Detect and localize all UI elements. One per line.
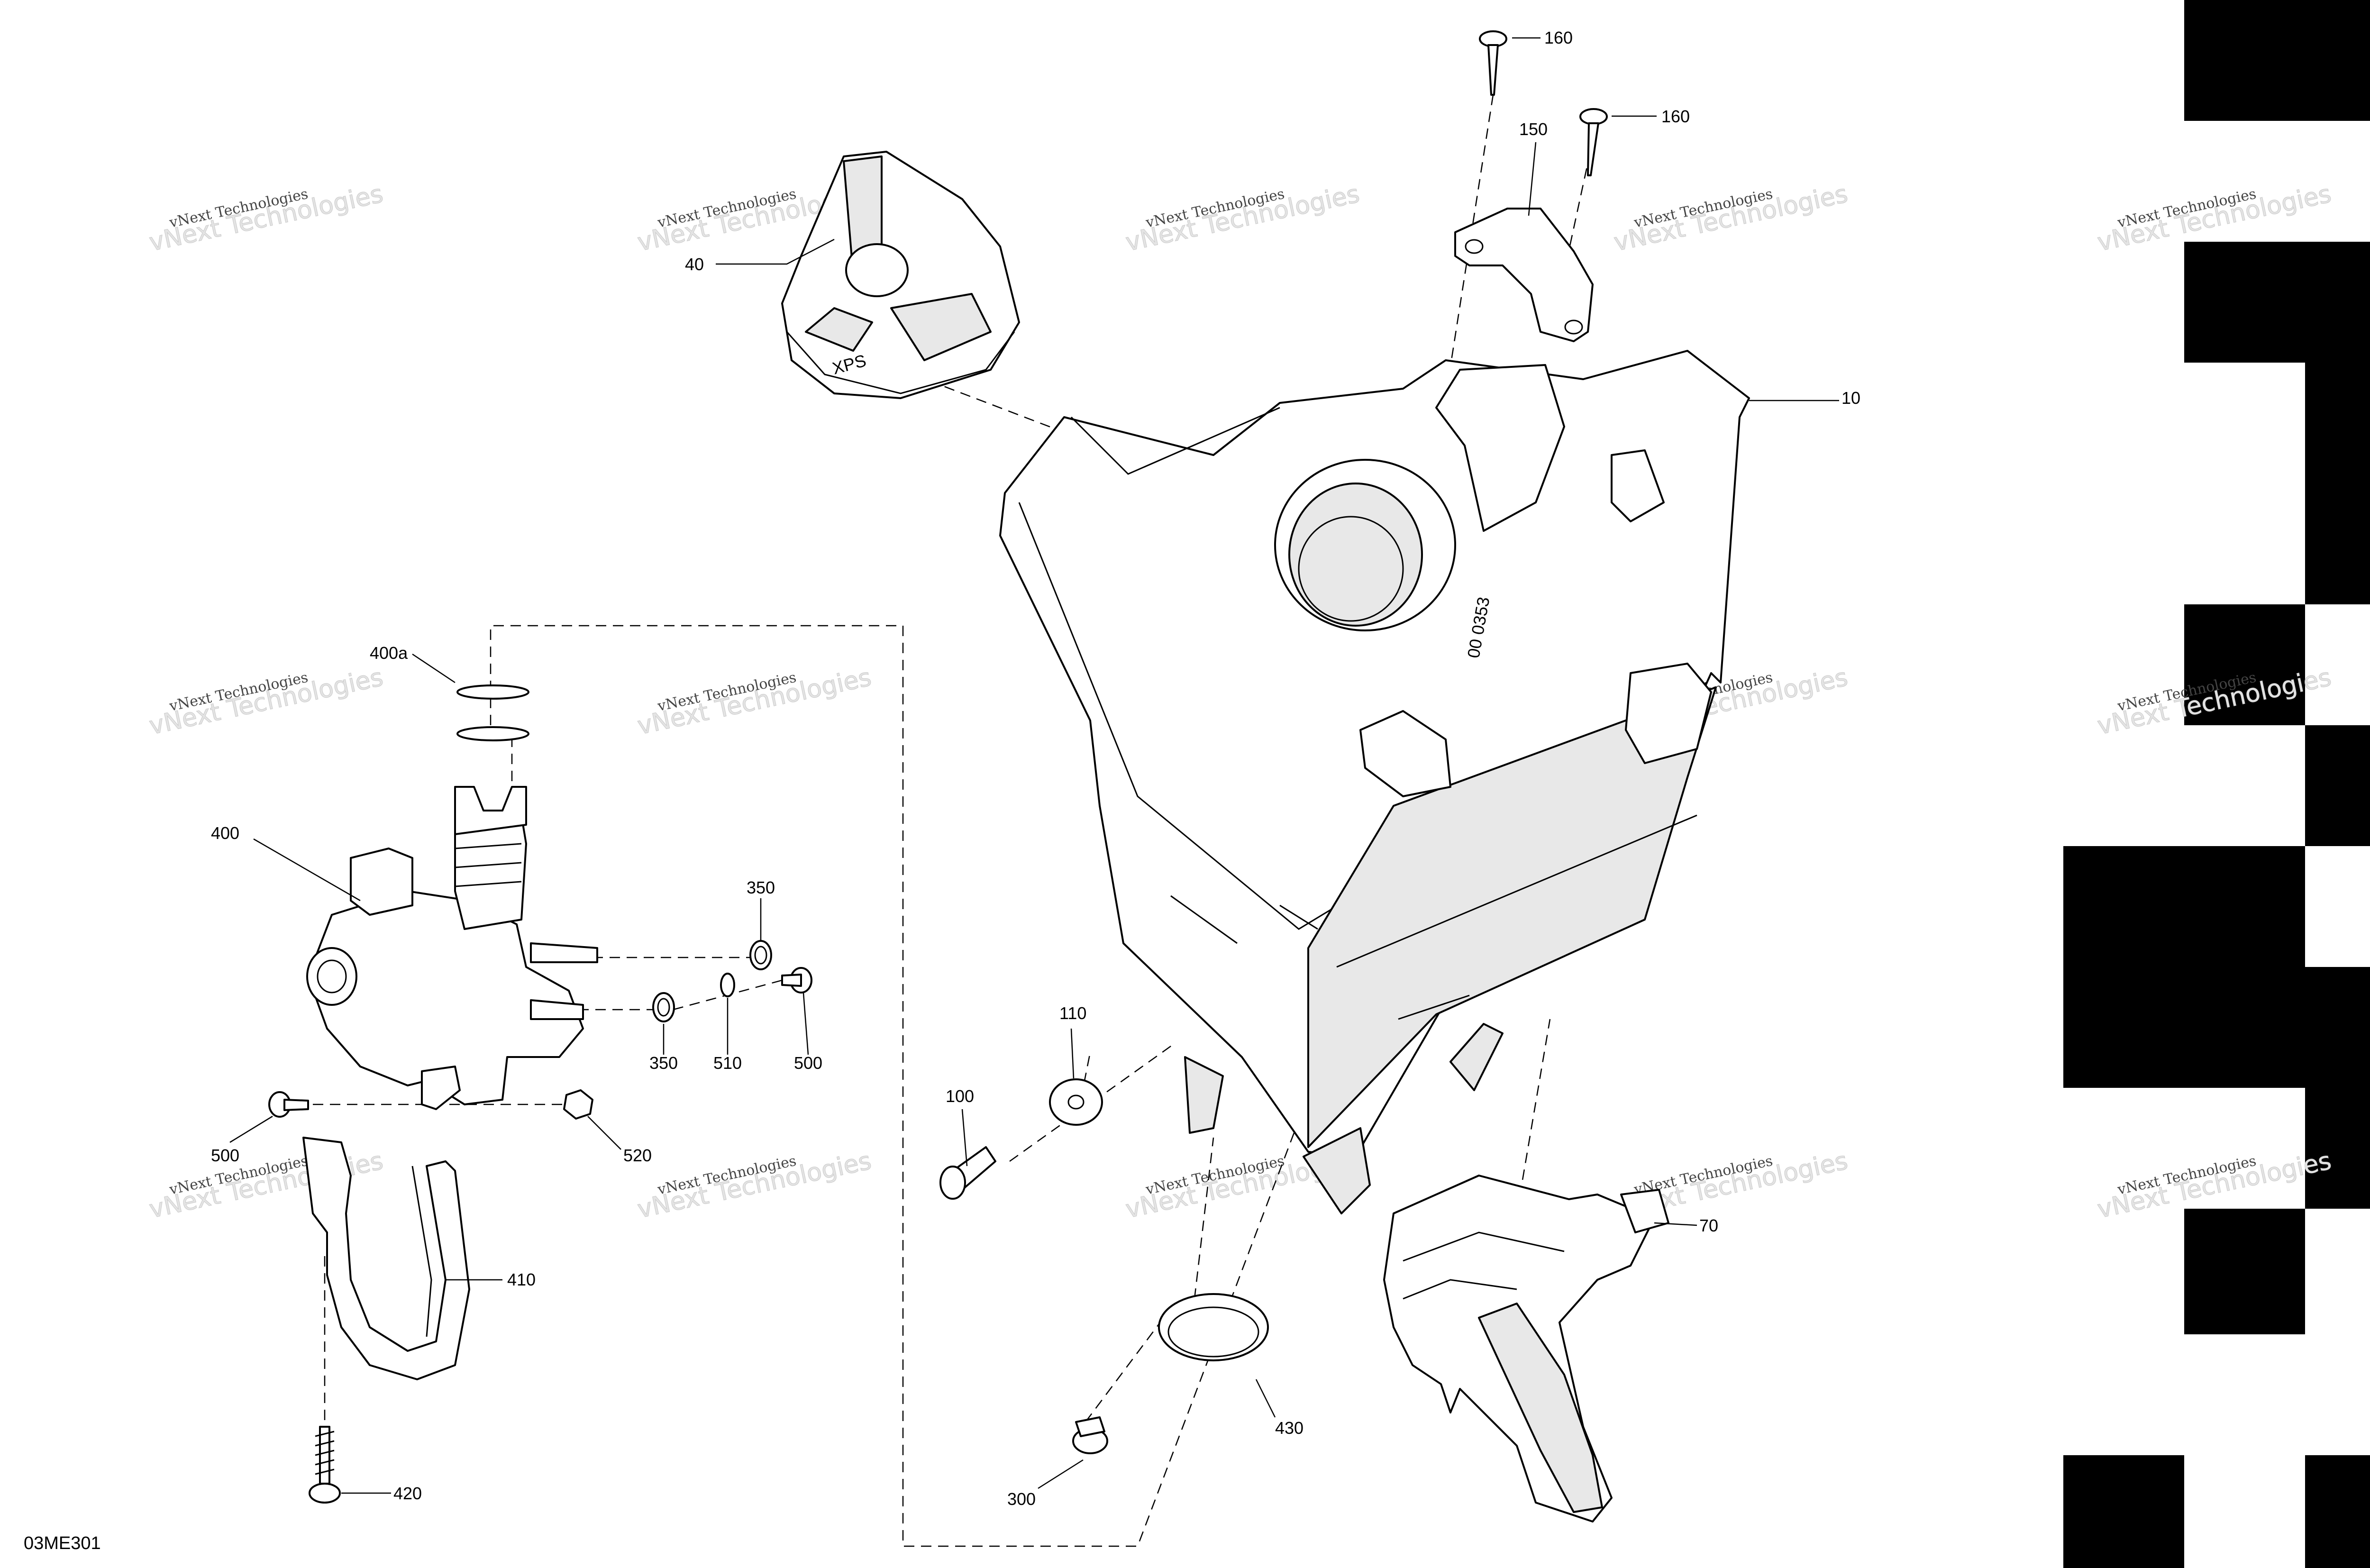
callout-500: 500 (794, 1053, 822, 1073)
callout-400a: 400a (370, 643, 408, 663)
watermark: vNext Technologies vNext Technologies (1611, 180, 1850, 257)
watermark: vNext Technologies vNext Technologies (146, 180, 386, 257)
watermark: vNext Technologies vNext Technologies (635, 663, 874, 741)
clamp-350-a (749, 940, 772, 970)
watermark: vNext Technologies vNext Technologies (635, 1147, 874, 1224)
bolt-500-b (268, 1091, 309, 1118)
holder-410 (302, 1137, 470, 1380)
callout-520: 520 (623, 1146, 652, 1165)
oil-tank-10: 00 0353 (999, 350, 1750, 1214)
bolt-100 (939, 1146, 996, 1200)
washer-510 (720, 973, 735, 997)
hose-clamp-430 (1158, 1293, 1269, 1361)
washer-110 (1049, 1078, 1103, 1126)
screw-160-b (1579, 108, 1608, 176)
bracket-150 (1454, 208, 1594, 342)
callout-110: 110 (1059, 1003, 1086, 1023)
callout-430: 430 (1275, 1418, 1304, 1438)
callout-410: 410 (507, 1270, 536, 1289)
callout-500: 500 (211, 1146, 239, 1165)
clamp-350-b (652, 992, 675, 1022)
leader-lines (229, 37, 1839, 1494)
checker-pattern (2063, 0, 2370, 1568)
o-rings-400a (456, 684, 529, 741)
bolt-500-a (781, 967, 812, 994)
callout-350: 350 (649, 1053, 678, 1073)
callout-420: 420 (393, 1484, 422, 1503)
callout-100: 100 (946, 1086, 974, 1106)
callout-10: 10 (1841, 388, 1860, 408)
watermark: vNext Technologies vNext Technologies (146, 663, 386, 741)
callout-70: 70 (1699, 1216, 1718, 1235)
screw-420 (309, 1426, 341, 1504)
pump-400 (306, 786, 598, 1110)
drawing-code: 03ME301 (24, 1533, 101, 1553)
screw-160-a (1479, 30, 1507, 96)
callout-150: 150 (1519, 119, 1548, 139)
callout-350: 350 (747, 878, 775, 897)
cap-40: XPS (781, 151, 1020, 399)
nut-520 (563, 1089, 593, 1120)
callouts: 160 160 150 40 10 400a 400 350 350 510 5… (211, 28, 1860, 1509)
support-70 (1383, 1175, 1669, 1522)
callout-510: 510 (713, 1053, 742, 1073)
callout-160: 160 (1544, 28, 1573, 47)
callout-300: 300 (1007, 1489, 1036, 1509)
clamp-300 (1072, 1416, 1108, 1454)
watermark: vNext Technologies vNext Technologies (1123, 180, 1362, 257)
callout-40: 40 (685, 255, 704, 274)
callout-400: 400 (211, 823, 239, 843)
callout-160: 160 (1661, 107, 1690, 126)
